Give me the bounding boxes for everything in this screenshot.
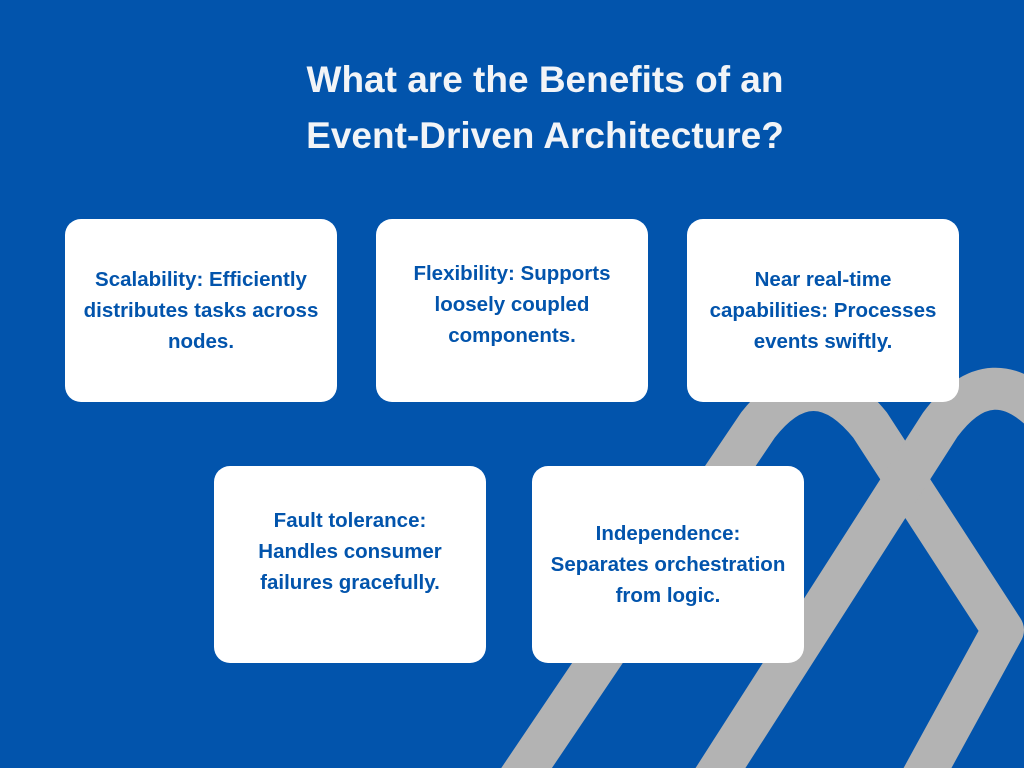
benefit-card-scalability: Scalability: Efficiently distributes tas… [65, 219, 337, 402]
benefit-card-fault-tolerance: Fault tolerance: Handles consumer failur… [214, 466, 486, 663]
title-line-1: What are the Benefits of an [306, 59, 784, 100]
card-text: Independence: Separates orchestration fr… [550, 522, 786, 607]
title-line-2: Event-Driven Architecture? [306, 115, 784, 156]
benefit-card-real-time: Near real-time capabilities: Processes e… [687, 219, 959, 402]
page-title: What are the Benefits of an Event-Driven… [0, 52, 1024, 164]
benefit-card-flexibility: Flexibility: Supports loosely coupled co… [376, 219, 648, 402]
card-text: Near real-time capabilities: Processes e… [709, 268, 937, 353]
arch-shape-right [695, 367, 1024, 768]
card-text: Fault tolerance: Handles consumer failur… [258, 509, 442, 594]
benefit-card-independence: Independence: Separates orchestration fr… [532, 466, 804, 663]
card-text: Flexibility: Supports loosely coupled co… [413, 262, 611, 347]
card-text: Scalability: Efficiently distributes tas… [83, 268, 319, 353]
